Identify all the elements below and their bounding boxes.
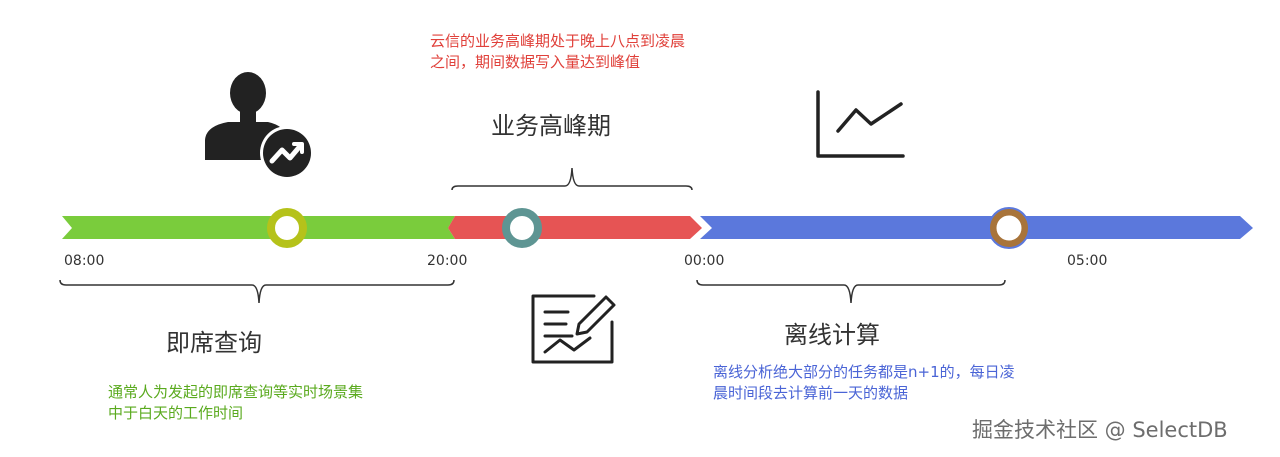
timeline-segment-offline xyxy=(700,216,1253,239)
adhoc-title: 即席查询 xyxy=(166,329,262,357)
offline-title: 离线计算 xyxy=(784,321,880,349)
user-trend-icon xyxy=(205,72,314,180)
time-label-0500: 05:00 xyxy=(1067,253,1108,269)
peak-note: 云信的业务高峰期处于晚上八点到凌晨 之间，期间数据写入量达到峰值 xyxy=(430,31,685,73)
peak-note-line1: 云信的业务高峰期处于晚上八点到凌晨 xyxy=(430,32,686,50)
document-edit-icon xyxy=(531,294,616,364)
adhoc-note-line2: 中于白天的工作时间 xyxy=(108,404,244,422)
adhoc-note-line1: 通常人为发起的即席查询等实时场景集 xyxy=(108,383,364,401)
timeline-marker-offline xyxy=(989,208,1029,248)
timeline-marker-peak xyxy=(502,208,542,248)
peak-title: 业务高峰期 xyxy=(491,112,611,140)
line-chart-icon xyxy=(816,90,905,158)
offline-note: 离线分析绝大部分的任务都是n+1的，每日凌 晨时间段去计算前一天的数据 xyxy=(713,362,1015,404)
adhoc-note: 通常人为发起的即席查询等实时场景集 中于白天的工作时间 xyxy=(108,382,363,424)
offline-brace xyxy=(696,279,1006,304)
time-label-0000: 00:00 xyxy=(684,253,725,269)
timeline-segment-daytime xyxy=(62,216,455,239)
timeline-marker-daytime xyxy=(267,208,307,248)
offline-note-line1: 离线分析绝大部分的任务都是n+1的，每日凌 xyxy=(713,363,1015,381)
timeline-segment-peak xyxy=(448,216,702,239)
peak-note-line2: 之间，期间数据写入量达到峰值 xyxy=(430,53,641,71)
peak-brace xyxy=(451,167,693,191)
adhoc-brace xyxy=(59,279,455,304)
time-label-2000: 20:00 xyxy=(427,253,468,269)
offline-note-line2: 晨时间段去计算前一天的数据 xyxy=(713,384,909,402)
watermark: 掘金技术社区 @ SelectDB xyxy=(972,418,1228,442)
time-label-0800: 08:00 xyxy=(64,253,105,269)
